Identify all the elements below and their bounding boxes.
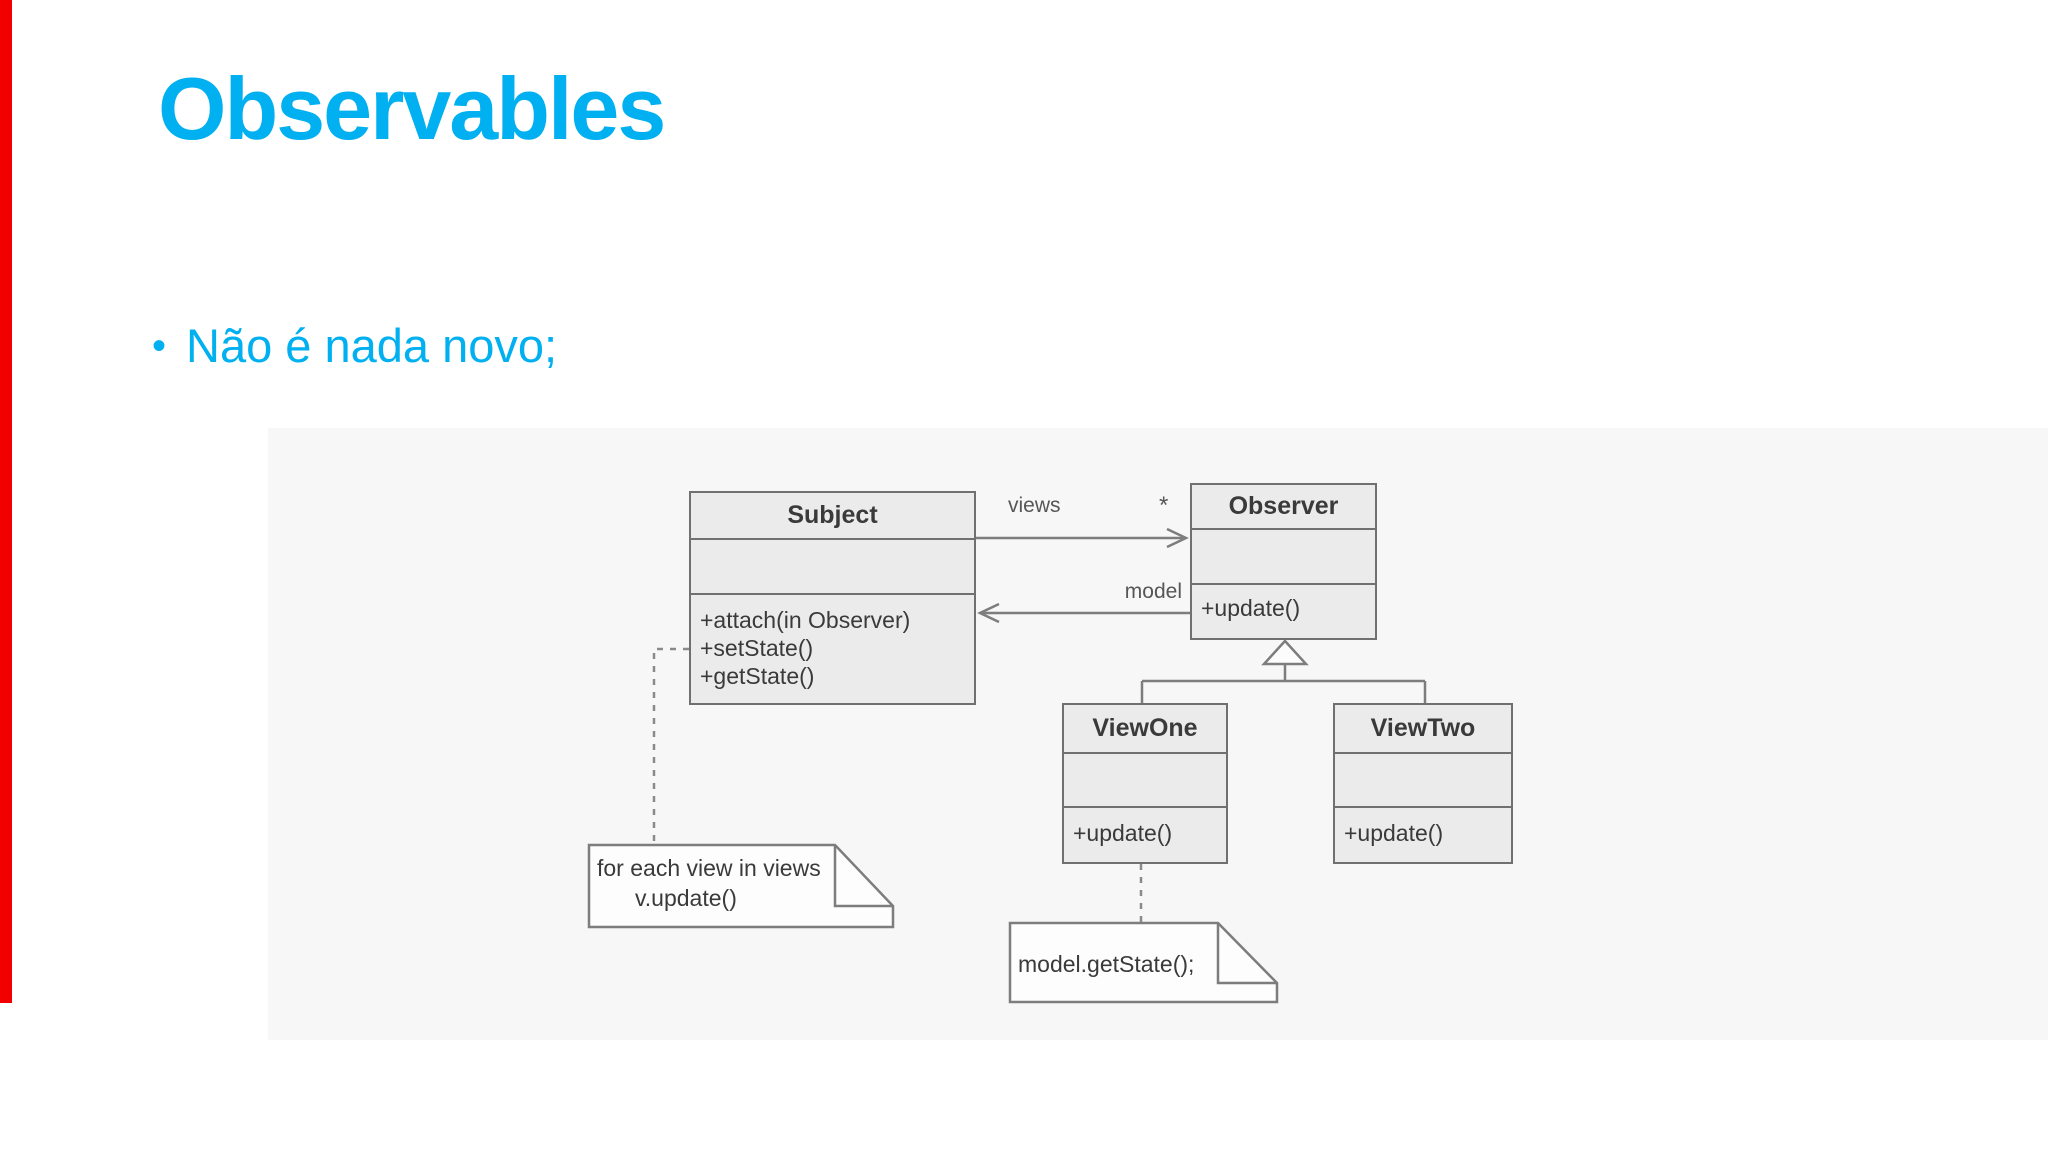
note-getstate-fold-icon: [1216, 923, 1277, 985]
class-attributes-viewone: [1064, 752, 1226, 806]
note-foreach-text: for each view in views v.update(): [597, 853, 821, 913]
observer-multiplicity-label: *: [1159, 492, 1169, 519]
method-line: +attach(in Observer): [700, 607, 911, 633]
class-title-subject: Subject: [787, 501, 878, 529]
bullet-glyph: •: [152, 324, 167, 368]
method-line: +getState(): [700, 663, 815, 689]
views-label: views: [1008, 494, 1061, 517]
class-attributes-observer: [1192, 528, 1375, 583]
bullet-text: Não é nada novo;: [186, 319, 558, 372]
class-methods-viewtwo: +update(): [1335, 806, 1511, 862]
bullet-item: • Não é nada novo;: [152, 318, 557, 374]
note-line: model.getState();: [1018, 951, 1195, 977]
subject-note-dashed-connector: [652, 647, 689, 845]
note-foreach-shape: [587, 843, 895, 929]
class-methods-subject: +attach(in Observer) +setState() +getSta…: [691, 593, 974, 703]
class-attributes-subject: [691, 538, 974, 593]
class-box-subject: Subject +attach(in Observer) +setState()…: [689, 491, 976, 705]
model-arrowhead-icon: [977, 602, 1000, 624]
note-getstate-shape: [1008, 921, 1279, 1004]
method-line: +update(): [1201, 595, 1301, 621]
left-red-strip: [0, 0, 12, 1003]
note-getstate-text: model.getState();: [1018, 949, 1194, 979]
method-line: +update(): [1344, 820, 1444, 846]
class-title-viewone: ViewOne: [1092, 714, 1198, 742]
note-foreach-fold-icon: [833, 845, 893, 908]
class-box-observer: Observer +update(): [1190, 483, 1377, 640]
class-methods-observer: +update(): [1192, 583, 1375, 638]
class-title-observer: Observer: [1228, 492, 1339, 520]
method-line: +update(): [1073, 820, 1173, 846]
class-methods-viewone: +update(): [1064, 806, 1226, 862]
model-label: model: [1124, 580, 1182, 603]
class-attributes-viewtwo: [1335, 752, 1511, 806]
method-line: +setState(): [700, 635, 814, 661]
generalization-triangle-icon: [1261, 639, 1309, 666]
class-title-viewtwo: ViewTwo: [1370, 714, 1476, 742]
slide-title: Observables: [158, 59, 666, 158]
note-line: for each view in views: [597, 855, 821, 881]
class-box-viewone: ViewOne +update(): [1062, 703, 1228, 864]
note-line: v.update(): [635, 885, 737, 911]
class-box-viewtwo: ViewTwo +update(): [1333, 703, 1513, 864]
views-arrowhead-icon: [1166, 527, 1189, 549]
